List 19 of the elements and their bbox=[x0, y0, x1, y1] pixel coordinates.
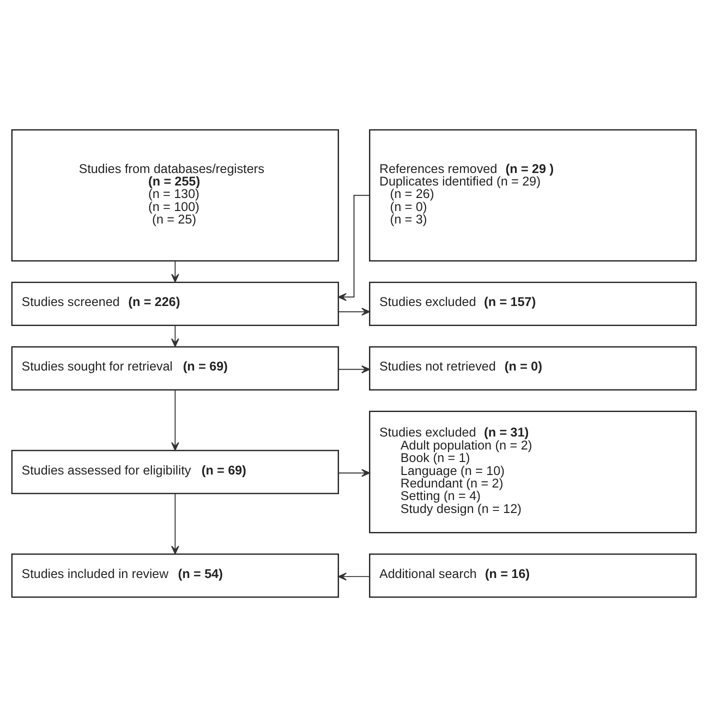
node-box: Studies from databases/registers (n = 255) (n = 130) (n = 100) (n = 25) bbox=[11, 129, 339, 262]
arrow bbox=[338, 194, 370, 302]
node-box: Studies excluded (n = 157) bbox=[369, 282, 697, 326]
arrow bbox=[338, 468, 370, 477]
arrow bbox=[171, 260, 180, 282]
node-box: Studies assessed for eligibility (n = 69) bbox=[11, 450, 339, 494]
node-box: Studies included in review (n = 54) bbox=[11, 553, 339, 598]
node-box: Studies screened (n = 226) bbox=[11, 282, 339, 326]
node-box: References removed (n = 29 ) Duplicates identified (n = 29) (n = 26) (n = 0) (n = 3) bbox=[369, 129, 697, 262]
arrow bbox=[171, 325, 180, 348]
arrow bbox=[338, 572, 370, 581]
node-box: Studies sought for retrieval (n = 69) bbox=[11, 346, 339, 391]
node-box: Additional search (n = 16) bbox=[369, 553, 697, 598]
node-box: Studies excluded (n = 31) Adult population (n = 2) Book (n = 1) Language (n = 10) Redundant (n = 2) Setting (n = 4) Study design (n = 12) bbox=[369, 410, 697, 534]
arrow bbox=[338, 308, 370, 316]
arrow bbox=[171, 390, 180, 451]
arrow bbox=[171, 493, 180, 554]
node-box: Studies not retrieved (n = 0) bbox=[369, 346, 697, 391]
arrow bbox=[338, 365, 370, 374]
